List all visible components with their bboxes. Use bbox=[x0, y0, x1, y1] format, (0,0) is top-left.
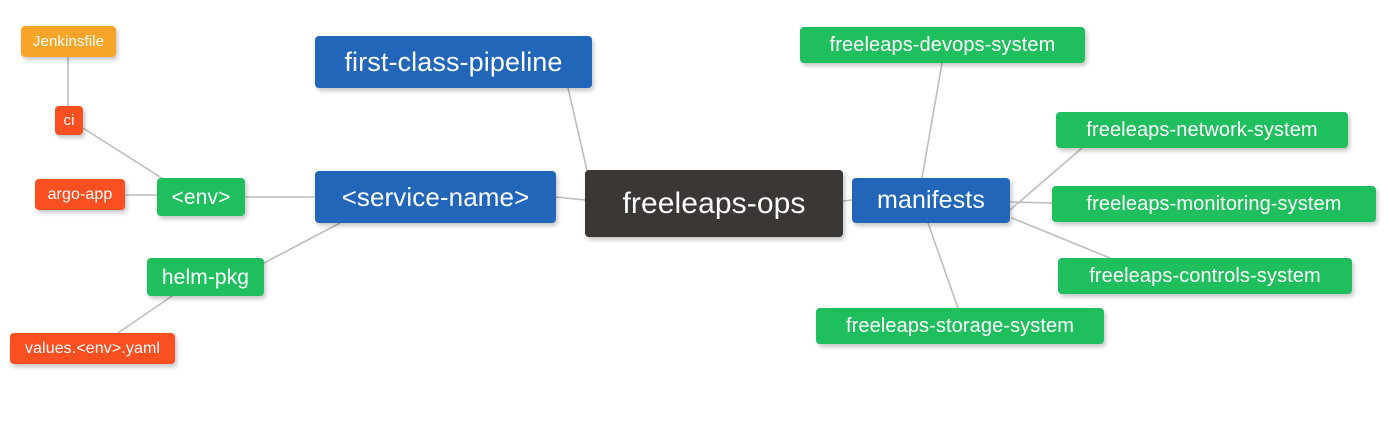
edge-helm-pkg-to-values-env-yaml bbox=[117, 295, 173, 334]
node-freeleaps-controls-system[interactable]: freeleaps-controls-system bbox=[1058, 258, 1352, 294]
node-label-helm-pkg: helm-pkg bbox=[161, 265, 250, 289]
node-freeleaps-monitoring-system[interactable]: freeleaps-monitoring-system bbox=[1052, 186, 1376, 222]
node-ci[interactable]: ci bbox=[55, 106, 83, 135]
edge-manifests-to-freeleaps-controls-system bbox=[1011, 217, 1111, 259]
node-freeleaps-storage-system[interactable]: freeleaps-storage-system bbox=[816, 308, 1104, 344]
node-freeleaps-ops[interactable]: freeleaps-ops bbox=[585, 170, 843, 237]
node-first-class-pipeline[interactable]: first-class-pipeline bbox=[315, 36, 592, 88]
node-label-ci: ci bbox=[63, 112, 75, 129]
node-label-manifests: manifests bbox=[877, 186, 985, 214]
edge-env-to-ci bbox=[82, 127, 169, 183]
edge-manifests-to-freeleaps-devops-system bbox=[921, 62, 943, 179]
node-argo-app[interactable]: argo-app bbox=[35, 179, 125, 210]
node-label-env: <env> bbox=[171, 185, 231, 209]
node-label-jenkinsfile: Jenkinsfile bbox=[32, 33, 105, 50]
edge-manifests-to-freeleaps-monitoring-system bbox=[1009, 201, 1053, 204]
node-env[interactable]: <env> bbox=[157, 178, 245, 216]
node-manifests[interactable]: manifests bbox=[852, 178, 1010, 223]
node-label-freeleaps-controls-system: freeleaps-controls-system bbox=[1089, 265, 1321, 287]
node-label-freeleaps-devops-system: freeleaps-devops-system bbox=[829, 34, 1056, 56]
node-label-freeleaps-ops: freeleaps-ops bbox=[622, 186, 806, 220]
edge-manifests-to-freeleaps-storage-system bbox=[927, 222, 959, 309]
node-label-first-class-pipeline: first-class-pipeline bbox=[344, 46, 563, 77]
edge-service-name-to-helm-pkg bbox=[263, 222, 341, 264]
node-label-values-env-yaml: values.<env>.yaml bbox=[24, 339, 161, 357]
node-values-env-yaml[interactable]: values.<env>.yaml bbox=[10, 333, 175, 364]
node-label-freeleaps-storage-system: freeleaps-storage-system bbox=[845, 315, 1075, 337]
node-label-freeleaps-network-system: freeleaps-network-system bbox=[1086, 119, 1318, 141]
node-freeleaps-devops-system[interactable]: freeleaps-devops-system bbox=[800, 27, 1085, 63]
node-freeleaps-network-system[interactable]: freeleaps-network-system bbox=[1056, 112, 1348, 148]
node-label-service-name: <service-name> bbox=[341, 182, 530, 212]
node-label-argo-app: argo-app bbox=[47, 185, 113, 203]
edge-freeleaps-ops-to-manifests bbox=[842, 199, 853, 202]
node-jenkinsfile[interactable]: Jenkinsfile bbox=[21, 26, 116, 57]
node-service-name[interactable]: <service-name> bbox=[315, 171, 556, 223]
edge-freeleaps-ops-to-service-name bbox=[555, 196, 586, 201]
node-helm-pkg[interactable]: helm-pkg bbox=[147, 258, 264, 296]
node-label-freeleaps-monitoring-system: freeleaps-monitoring-system bbox=[1086, 193, 1342, 215]
